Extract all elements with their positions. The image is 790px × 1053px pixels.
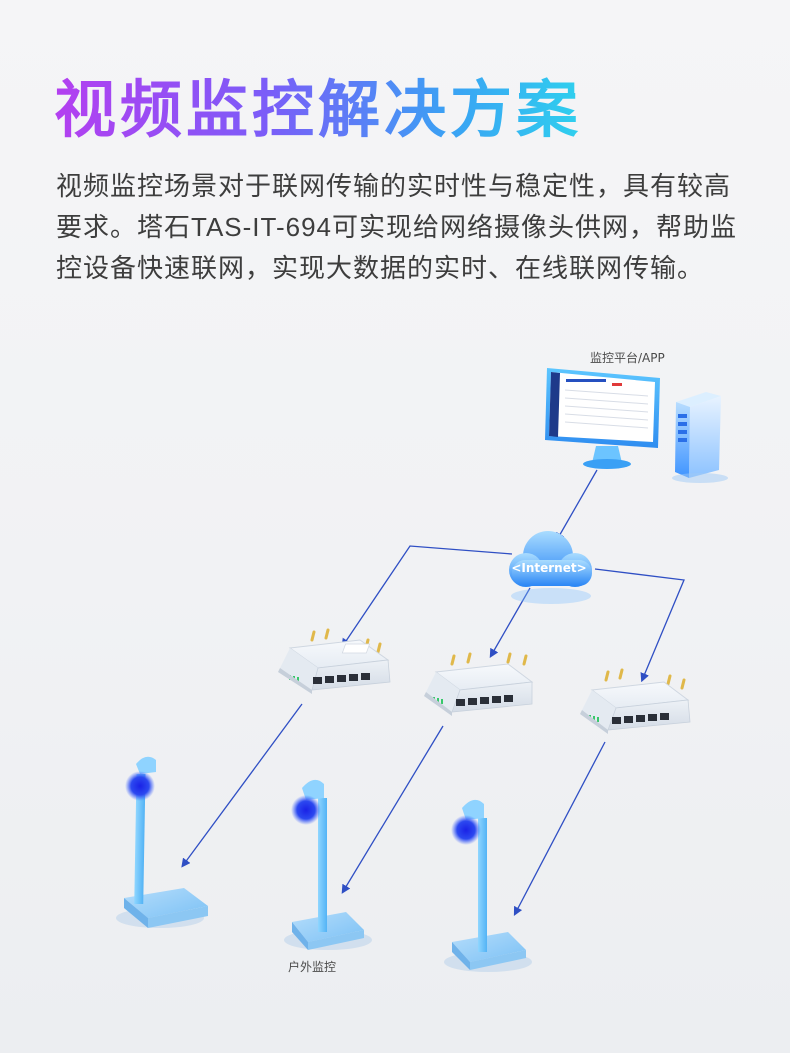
street-camera-2 (284, 779, 372, 950)
link-cloud-switch-left (341, 545, 513, 648)
link-switch-right-camera3 (513, 741, 606, 917)
street-camera-3 (444, 799, 532, 972)
link-cloud-switch-right (594, 568, 685, 683)
link-switch-mid-camera2 (341, 725, 444, 894)
cloud-label: <Internet> (511, 561, 586, 575)
computer-tower-icon (672, 392, 728, 483)
network-diagram: 监控平台/APP <Internet> (116, 350, 728, 974)
connection-lines (181, 469, 685, 917)
monitor-icon (545, 368, 660, 469)
street-camera-1 (116, 756, 208, 928)
platform-label: 监控平台/APP (590, 350, 665, 365)
page-description: 视频监控场景对于联网传输的实时性与稳定性，具有较高要求。塔石TAS-IT-694… (56, 171, 738, 283)
cloud-icon (509, 531, 592, 604)
link-switch-left-camera1 (181, 703, 303, 868)
page-title: 视频监控解决方案 (54, 66, 582, 156)
link-pc-cloud (555, 469, 598, 542)
switch-device-right (580, 668, 691, 734)
outdoor-label: 户外监控 (288, 959, 336, 974)
switch-device-left (278, 628, 391, 694)
link-cloud-switch-mid (489, 587, 531, 658)
switch-device-middle (424, 652, 534, 716)
